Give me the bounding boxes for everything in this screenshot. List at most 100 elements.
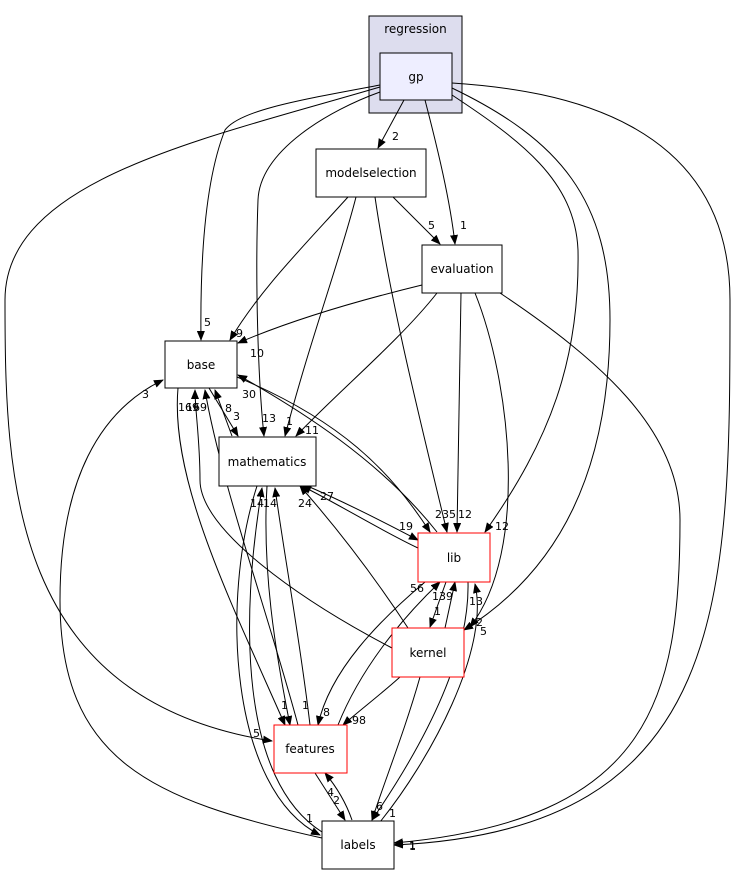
edge-label-base-features: 1 (281, 699, 288, 712)
edge-label-evaluation-kernel: 5 (480, 625, 487, 638)
edges-layer (4, 82, 731, 849)
edge-modelselection-evaluation[interactable] (392, 196, 441, 245)
node-labels[interactable]: labels (321, 820, 395, 870)
cluster-regression-label: regression (384, 22, 447, 36)
edge-label-gp-lib: 12 (495, 520, 509, 533)
edge-mathematics-lib[interactable] (304, 484, 419, 541)
node-lib-label: lib (447, 551, 461, 565)
edge-label-base-mathematics: 3 (233, 410, 240, 423)
edge-labels-mathematics[interactable] (249, 487, 323, 833)
edge-kernel-mathematics[interactable] (299, 485, 409, 629)
edge-lib-base[interactable] (237, 374, 438, 533)
edge-label-gp-kernel: 2 (476, 616, 483, 629)
edge-label-evaluation-mathematics: 11 (305, 424, 319, 437)
node-modelselection[interactable]: modelselection (315, 148, 427, 198)
node-modelselection-label: modelselection (325, 166, 416, 180)
node-kernel-box[interactable] (391, 627, 465, 678)
edge-label-lib-labels: 6 (376, 800, 383, 813)
node-features[interactable]: features (273, 724, 348, 774)
edge-label-mathematics-labels: 1 (306, 812, 313, 825)
edge-modelselection-lib[interactable] (374, 196, 449, 533)
node-gp[interactable]: gp (379, 52, 453, 101)
edge-label-labels-base: 3 (142, 388, 149, 401)
node-features-label: features (285, 742, 335, 756)
edge-label-lib-features: 8 (323, 706, 330, 719)
edge-lib-mathematics[interactable] (301, 485, 419, 549)
edge-gp-evaluation[interactable] (424, 99, 458, 245)
edge-label-gp-base: 5 (204, 316, 211, 329)
edge-features-base[interactable] (202, 389, 299, 726)
edge-label-features-mathematics: 14 (263, 497, 277, 510)
edge-label-mathematics-features: 1 (302, 699, 309, 712)
edge-label-kernel-features: 98 (352, 714, 366, 727)
edge-lib-labels[interactable] (371, 581, 469, 821)
node-labels-box[interactable] (321, 820, 395, 870)
edge-label-modelselection-base: 9 (236, 327, 243, 340)
edge-gp-mathematics[interactable] (256, 91, 381, 437)
edge-evaluation-base[interactable] (237, 284, 423, 344)
node-evaluation-label: evaluation (430, 262, 493, 276)
edge-kernel-base[interactable] (191, 389, 393, 649)
edge-features-mathematics[interactable] (272, 487, 311, 726)
edge-gp-modelselection[interactable] (377, 99, 405, 149)
edge-label-labels-features: 2 (333, 794, 340, 807)
edge-label-labels-mathematics: 14 (250, 497, 264, 510)
edge-label-kernel-labels: 1 (389, 807, 396, 820)
edge-label-modelselection-lib: 5 (449, 508, 456, 521)
node-evaluation[interactable]: evaluation (421, 244, 503, 294)
edge-gp-features[interactable] (4, 86, 381, 744)
node-mathematics-box[interactable] (218, 436, 317, 487)
edge-label-gp-modelselection: 2 (392, 130, 399, 143)
node-base[interactable]: base (164, 340, 238, 389)
edge-labels-features[interactable] (324, 772, 353, 821)
node-mathematics-label: mathematics (228, 455, 307, 469)
edge-modelselection-base[interactable] (229, 196, 349, 341)
edge-evaluation-kernel[interactable] (469, 292, 509, 628)
edge-base-lib[interactable] (236, 376, 431, 533)
edge-features-labels[interactable] (314, 772, 346, 821)
edge-mathematics-labels[interactable] (236, 485, 321, 836)
node-lib-box[interactable] (417, 532, 491, 583)
edge-lib-features[interactable] (316, 581, 426, 726)
edge-labels-base[interactable] (59, 379, 323, 839)
edge-gp-lib[interactable] (451, 94, 579, 533)
node-mathematics[interactable]: mathematics (218, 436, 317, 487)
edge-evaluation-labels[interactable] (393, 292, 681, 847)
edge-label-labels-lib: 13 (469, 595, 483, 608)
node-features-box[interactable] (273, 724, 348, 774)
edge-label-lib-mathematics: 27 (320, 490, 334, 503)
node-kernel[interactable]: kernel (391, 627, 465, 678)
edge-gp-base[interactable] (196, 84, 381, 341)
edge-label-evaluation-lib: 12 (458, 508, 472, 521)
edge-label-features-base: 169 (186, 401, 207, 414)
edge-kernel-features[interactable] (342, 676, 401, 726)
edge-features-lib[interactable] (337, 581, 441, 726)
edge-kernel-lib[interactable] (444, 581, 457, 629)
edge-label-kernel-lib: 139 (432, 590, 453, 603)
edge-labels-layer: 2 1 5 13 12 2 5 1 5 9 1 5 10 11 12 5 1 3… (142, 130, 509, 853)
node-gp-box[interactable] (379, 52, 453, 101)
edge-mathematics-features[interactable] (265, 485, 293, 726)
edge-gp-kernel[interactable] (451, 87, 611, 631)
edge-label-mathematics-base: 8 (225, 402, 232, 415)
node-lib[interactable]: lib (417, 532, 491, 583)
edge-evaluation-lib[interactable] (453, 292, 462, 533)
edge-evaluation-mathematics[interactable] (295, 292, 438, 437)
edge-lib-kernel[interactable] (429, 581, 447, 628)
node-base-box[interactable] (164, 340, 238, 389)
edge-base-features[interactable] (176, 387, 286, 726)
edge-label-lib-kernel: 1 (434, 605, 441, 618)
edge-label-evaluation-labels: 1 (409, 839, 416, 852)
edge-label-base-lib: 23 (435, 508, 449, 521)
node-modelselection-box[interactable] (315, 148, 427, 198)
edge-gp-labels[interactable] (393, 82, 731, 849)
edge-mathematics-base[interactable] (214, 389, 233, 437)
edge-modelselection-mathematics[interactable] (283, 196, 357, 437)
node-evaluation-box[interactable] (421, 244, 503, 294)
node-kernel-label: kernel (410, 646, 447, 660)
edge-kernel-labels[interactable] (370, 676, 421, 821)
edge-labels-lib[interactable] (379, 583, 481, 823)
edge-label-mathematics-lib: 19 (399, 520, 413, 533)
